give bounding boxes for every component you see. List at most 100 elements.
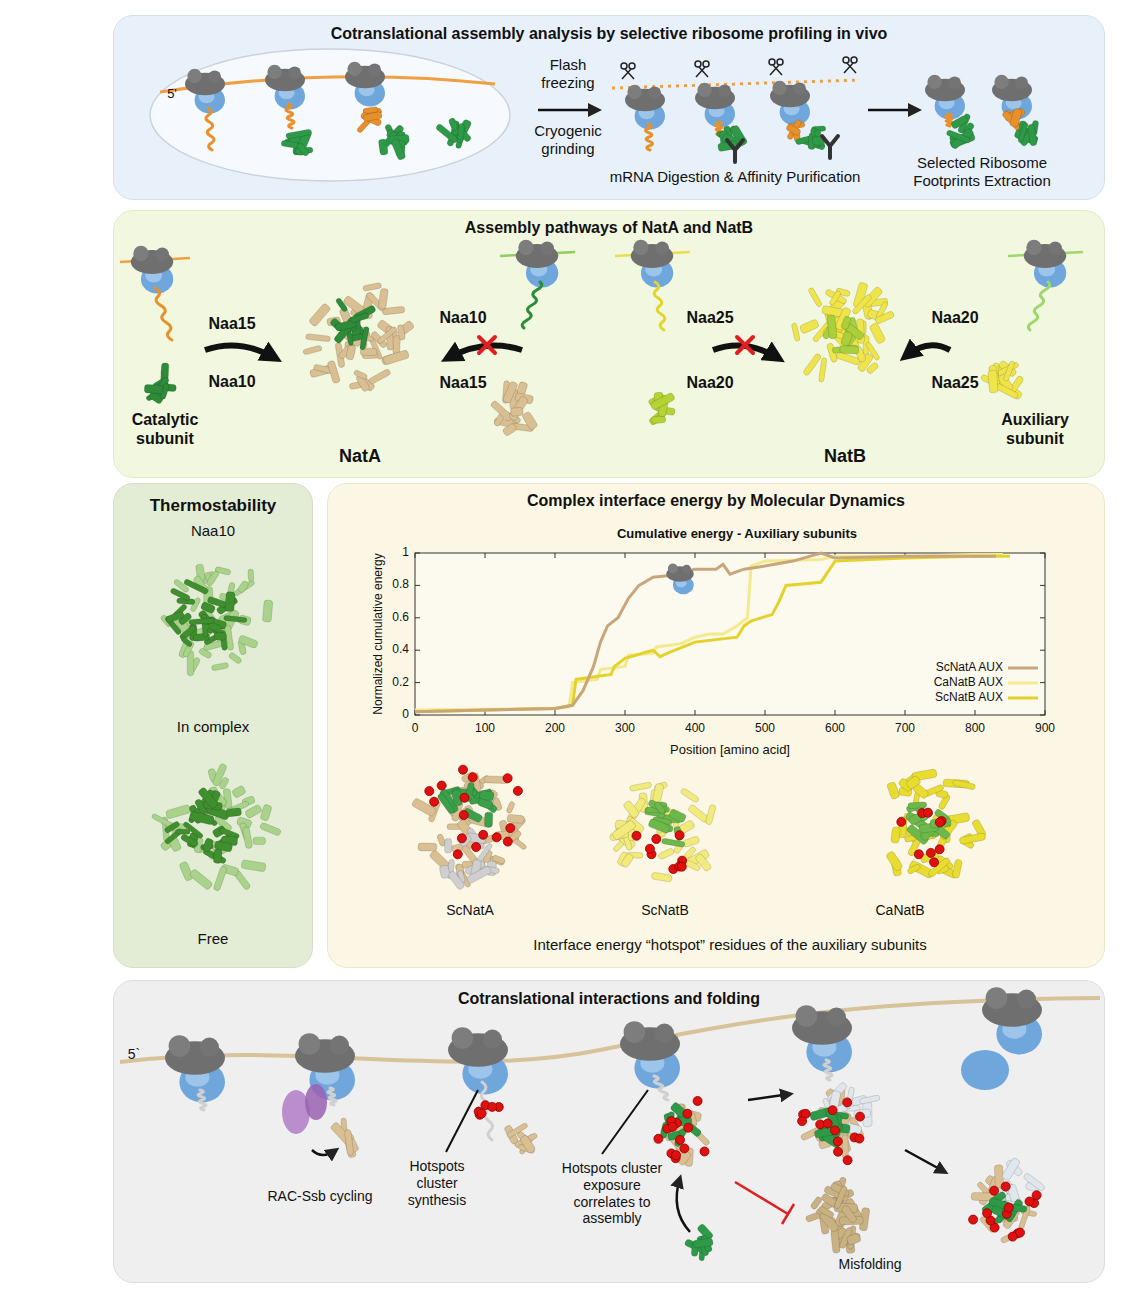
protein-helix — [906, 802, 926, 813]
protein-helix — [219, 827, 240, 839]
protein-helix — [671, 1103, 686, 1111]
protein-helix — [197, 789, 214, 811]
protein-helix — [675, 1138, 684, 1158]
protein-helix — [841, 1234, 857, 1246]
tick — [695, 553, 696, 558]
protein-helix — [1001, 1206, 1016, 1221]
protein-helix — [694, 853, 712, 872]
protein-helix — [355, 373, 370, 392]
protein-helix — [1031, 120, 1039, 136]
hotspot-residue — [986, 1216, 995, 1225]
protein-helix — [644, 807, 660, 817]
protein-helix — [993, 382, 1019, 399]
protein-helix — [450, 120, 460, 140]
protein-helix — [691, 1242, 698, 1256]
protein-helix — [795, 135, 813, 145]
protein-helix — [219, 592, 233, 602]
protein-helix — [1000, 1200, 1015, 1213]
protein-helix — [363, 106, 379, 114]
label: 400 — [685, 721, 705, 735]
protein-helix — [238, 615, 252, 626]
protein-helix — [361, 292, 374, 316]
hotspot-residue — [843, 1156, 852, 1165]
label: Naa25 — [931, 373, 978, 392]
protein-helix — [648, 818, 671, 834]
protein-helix — [472, 772, 481, 792]
protein-helix — [189, 624, 197, 641]
mrna — [120, 998, 1100, 1062]
protein-helix — [177, 598, 196, 605]
tick — [1040, 682, 1045, 683]
protein-helix — [294, 129, 312, 156]
protein-helix — [446, 123, 461, 147]
nascent-chain — [654, 1076, 668, 1100]
protein-helix — [309, 364, 334, 378]
protein-helix — [952, 779, 975, 790]
protein-helix — [189, 811, 215, 825]
protein-helix — [178, 612, 193, 626]
protein-helix — [225, 592, 235, 612]
tick — [1040, 585, 1045, 586]
protein-helix — [519, 1134, 535, 1155]
protein-helix — [241, 860, 266, 872]
ribosome-large-subunit — [133, 246, 148, 261]
protein-helix — [437, 792, 456, 814]
nascent-chain — [654, 282, 665, 330]
protein-helix — [512, 423, 534, 432]
hotspot-residue — [856, 1112, 865, 1121]
protein-helix — [980, 374, 999, 387]
ribosome-large-subunit — [655, 1024, 674, 1043]
protein-helix — [684, 859, 701, 871]
protein-helix — [988, 370, 998, 393]
protein-helix — [516, 1131, 530, 1145]
protein-helix — [819, 1212, 830, 1235]
protein-helix — [394, 131, 406, 151]
protein-helix — [455, 863, 472, 888]
hotspot-residue — [1004, 1203, 1013, 1212]
protein-helix — [204, 587, 213, 611]
protein-helix — [825, 289, 848, 305]
protein-helix — [840, 331, 853, 347]
protein-helix — [829, 290, 842, 306]
hotspot-residue — [843, 1098, 852, 1107]
protein-helix — [919, 823, 939, 834]
legend-sample — [1008, 697, 1038, 700]
nascent-chain — [206, 108, 214, 150]
protein-helix — [950, 128, 974, 150]
protein-helix — [216, 636, 234, 649]
protein-helix — [359, 326, 369, 350]
protein-helix — [171, 603, 187, 619]
protein-helix — [353, 305, 376, 322]
protein-helix — [826, 1216, 844, 1237]
protein-helix — [504, 412, 521, 424]
protein-helix — [360, 111, 382, 126]
protein-helix — [997, 381, 1023, 401]
protein-helix — [188, 657, 201, 674]
chaperone — [305, 1084, 327, 1120]
protein-helix — [834, 1203, 858, 1213]
protein-helix — [839, 1216, 863, 1225]
protein-helix — [994, 365, 1008, 373]
ribosome-small-subunit — [780, 98, 810, 125]
nascent-chain — [715, 122, 722, 135]
mrna — [500, 252, 575, 256]
protein-helix — [821, 1193, 846, 1213]
protein-helix — [845, 1087, 854, 1110]
hotspot-residue — [897, 817, 906, 826]
protein-helix — [338, 344, 353, 360]
protein-helix — [335, 320, 357, 332]
protein-helix — [462, 838, 475, 852]
protein-helix — [838, 1085, 845, 1104]
protein-helix — [678, 820, 696, 835]
tick — [625, 710, 626, 715]
protein-helix — [286, 129, 312, 139]
ribosome-large-subunit — [631, 244, 674, 268]
protein-helix — [397, 320, 414, 336]
ribosome-large-subunit — [452, 1027, 474, 1049]
ribosome-large-subunit — [295, 1039, 355, 1073]
block-cross — [479, 337, 495, 353]
protein-helix — [799, 319, 819, 334]
protein-helix — [913, 802, 929, 822]
protein-helix — [913, 790, 920, 805]
protein-helix — [1004, 1198, 1023, 1223]
